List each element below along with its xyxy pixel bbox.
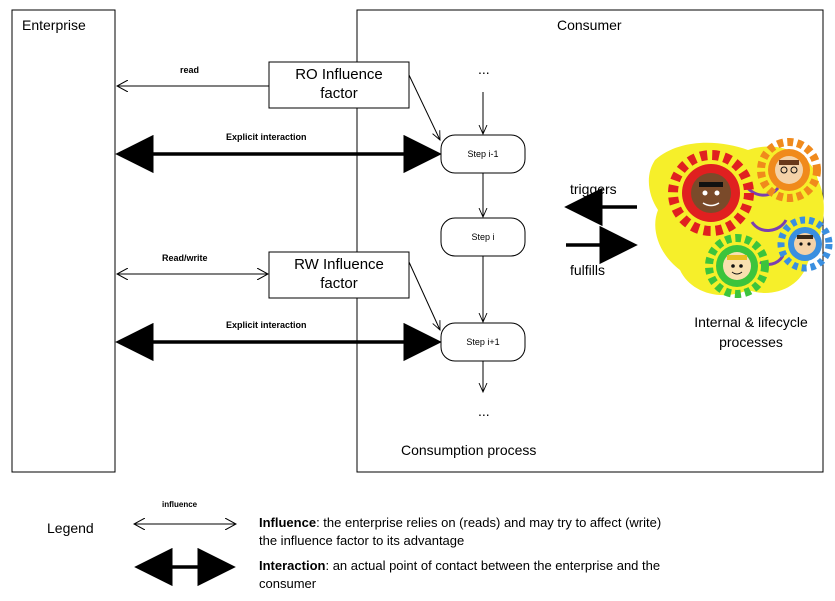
legend-influence-desc-1: : the enterprise relies on (reads) and m…	[316, 515, 662, 530]
ro-factor-label: RO Influence factor	[269, 65, 409, 103]
legend-influence-term: Influence	[259, 515, 317, 530]
read-write-label: Read/write	[162, 253, 208, 263]
legend-influence-desc-2: the influence factor to its advantage	[259, 533, 465, 548]
explicit-interaction-label-1: Explicit interaction	[226, 132, 307, 142]
fulfills-label: fulfills	[570, 262, 606, 278]
legend-interaction-text: Interaction: an actual point of contact …	[259, 557, 660, 593]
legend-interaction-desc-2: consumer	[259, 576, 317, 591]
legend-interaction-term: Interaction	[259, 558, 326, 573]
enterprise-label: Enterprise	[22, 17, 86, 33]
purple-swirl-2	[750, 219, 788, 232]
orange-gear-icon	[757, 138, 821, 202]
ellipsis-top: ...	[478, 61, 490, 77]
read-label: read	[180, 65, 200, 75]
ro-factor-line2: factor	[320, 85, 358, 102]
legend-influence-text: Influence: the enterprise relies on (rea…	[259, 514, 661, 550]
explicit-interaction-label-2: Explicit interaction	[226, 320, 307, 330]
internal-processes-label: Internal & lifecycle processes	[676, 312, 826, 352]
internal-processes-line1: Internal & lifecycle	[694, 314, 808, 330]
red-gear-icon	[668, 150, 754, 236]
enterprise-box	[11, 9, 116, 473]
step-label-1: Step i-1	[467, 149, 499, 159]
internal-processes-illustration	[648, 138, 833, 298]
ro-factor-line1: RO Influence	[295, 66, 383, 83]
internal-processes-line2: processes	[719, 334, 783, 350]
ro-influence-factor-box	[268, 61, 410, 109]
consumer-label: Consumer	[557, 17, 622, 33]
ro-factor-connector	[408, 74, 440, 140]
rw-factor-line2: factor	[320, 275, 358, 292]
step-label-3: Step i+1	[466, 337, 500, 347]
legend-influence-arrow-label: influence	[162, 500, 198, 509]
legend-title: Legend	[47, 520, 94, 536]
rw-influence-factor-box	[268, 251, 410, 299]
rw-factor-label: RW Influence factor	[269, 255, 409, 293]
consumer-box	[356, 9, 824, 473]
rw-factor-line1: RW Influence	[294, 256, 384, 273]
green-gear-icon	[705, 234, 769, 298]
blue-gear-icon	[777, 216, 833, 272]
rw-factor-connector	[408, 261, 440, 330]
legend-influence-line1: Influence: the enterprise relies on (rea…	[259, 514, 661, 532]
legend-interaction-desc-1: : an actual point of contact between the…	[325, 558, 661, 573]
consumption-process-title: Consumption process	[401, 442, 537, 458]
legend-interaction-line1: Interaction: an actual point of contact …	[259, 557, 660, 575]
ellipsis-bottom: ...	[478, 403, 490, 419]
step-label-2: Step i	[471, 232, 495, 242]
triggers-label: triggers	[570, 181, 617, 197]
